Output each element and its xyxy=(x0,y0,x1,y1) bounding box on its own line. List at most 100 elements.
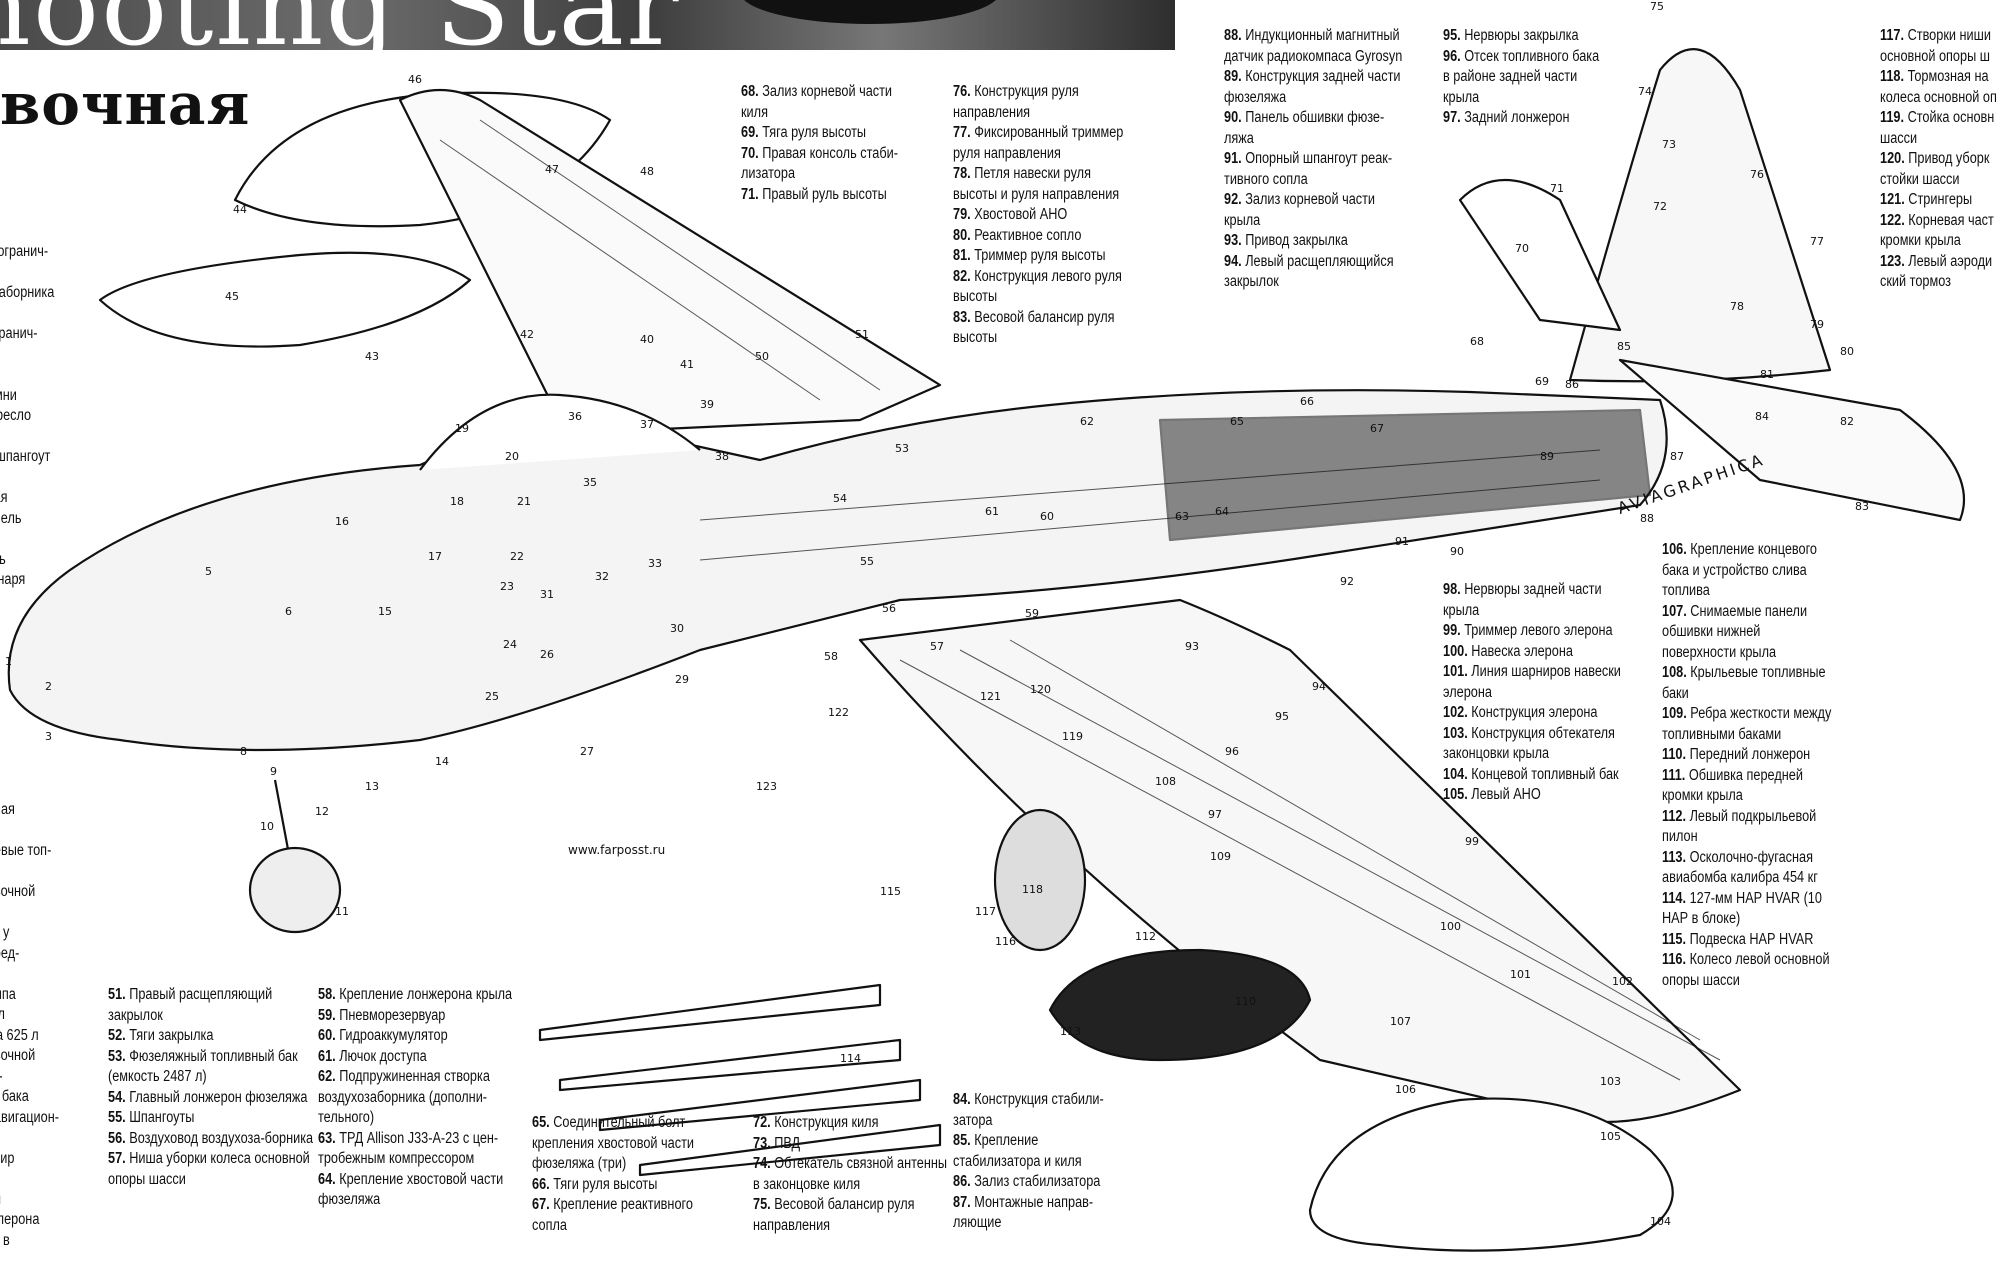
callout-number: 21 xyxy=(517,495,531,508)
legend-item-number: 71. xyxy=(741,185,759,203)
legend-item-text: Конструкция стабили-затора xyxy=(953,1091,1104,1129)
legend-left-cut-bottom: енная льевые топ- равочной бак у перед-л… xyxy=(0,800,90,1250)
legend-item: 55. Шпангоуты xyxy=(108,1108,321,1129)
nose-wheel xyxy=(248,846,342,934)
legend-item-text: Навеска элерона xyxy=(1467,642,1573,660)
page-subtitle: вочная xyxy=(0,70,251,138)
legend-item-number: 113. xyxy=(1662,848,1687,866)
legend-item-number: 102. xyxy=(1443,704,1468,721)
callout-number: 92 xyxy=(1340,575,1354,588)
legend-item-text: Монтажные направ-ляющие xyxy=(953,1193,1094,1232)
vertical-tail xyxy=(1568,48,1832,383)
legend-fragment xyxy=(0,903,52,924)
callout-number: 121 xyxy=(980,690,1001,703)
callout-number: 108 xyxy=(1155,775,1176,788)
legend-item-text: Крепление концевого бака и устройство сл… xyxy=(1662,541,1818,599)
callout-number: 112 xyxy=(1135,930,1156,943)
callout-number: 26 xyxy=(540,648,554,661)
legend-item: 100. Навеска элерона xyxy=(1443,642,1632,663)
legend-item-text: Тяги закрылка xyxy=(125,1027,214,1044)
legend-item-number: 115. xyxy=(1662,930,1687,948)
callout-number: 116 xyxy=(995,935,1016,948)
legend-item-number: 105. xyxy=(1443,786,1468,803)
legend-item: 94. Левый расщепляющийся закрылок xyxy=(1224,252,1413,293)
legend-fragment: 03 л xyxy=(0,1005,52,1026)
legend-item-text: Крыльевые топливные баки xyxy=(1662,664,1826,702)
nose-gear-strut xyxy=(273,779,292,861)
legend-item-text: Крепление хвостовой части фюзеляжа xyxy=(318,1170,504,1209)
legend-item-number: 87. xyxy=(953,1193,971,1211)
legend-88-94: 88. Индукционный магнитный датчик радиок… xyxy=(1224,26,1413,293)
callout-number: 106 xyxy=(1395,1083,1416,1096)
legend-item: 73. ПВД xyxy=(753,1134,950,1155)
legend-fragment: льевые топ- xyxy=(0,842,52,859)
callout-number: 41 xyxy=(680,358,694,371)
legend-item-number: 94. xyxy=(1224,252,1242,270)
callout-number: 75 xyxy=(1650,0,1664,13)
callout-number: 31 xyxy=(540,588,554,601)
legend-item: 106. Крепление концевого бака и устройст… xyxy=(1662,540,1834,602)
legend-item: 62. Подпружиненная створка воздухозаборн… xyxy=(318,1067,531,1129)
legend-item-number: 67. xyxy=(532,1196,550,1213)
legend-item-text: Колесо левой основной опоры шасси xyxy=(1662,951,1830,989)
legend-item-text: Конструкция обтекателя законцовки крыла xyxy=(1443,724,1615,763)
callout-number: 114 xyxy=(840,1052,861,1065)
legend-item: 103. Конструкция обтекателя законцовки к… xyxy=(1443,724,1632,765)
legend-item-text: Фиксированный триммер руля направления xyxy=(953,124,1124,162)
legend-item: 79. Хвостовой АНО xyxy=(953,205,1125,226)
legend-item-number: 74. xyxy=(753,1155,771,1172)
legend-item-number: 119. xyxy=(1880,109,1905,126)
legend-item: 67. Крепление реактивного сопла xyxy=(532,1195,729,1236)
legend-fragment: к на 625 л xyxy=(0,1026,39,1044)
callout-number: 42 xyxy=(520,328,534,341)
legend-item-number: 120. xyxy=(1880,150,1905,167)
callout-number: 12 xyxy=(315,805,329,818)
legend-item: 53. Фюзеляжный топливный бак (емкость 24… xyxy=(108,1047,321,1088)
legend-item: 89. Конструкция задней части фюзеляжа xyxy=(1224,67,1413,108)
legend-item: 68. Зализ корневой части киля xyxy=(741,82,913,123)
legend-item-text: Осколочно-фугасная авиабомба калибра 454… xyxy=(1662,848,1818,887)
legend-item-text: Триммер левого элерона xyxy=(1460,622,1613,639)
legend-item: 115. Подвеска НАР HVAR xyxy=(1662,930,1834,951)
legend-item-number: 106. xyxy=(1662,541,1687,558)
legend-65-67: 65. Соединительный болт крепления хвосто… xyxy=(532,1113,729,1236)
legend-item: 51. Правый расщепляющий закрылок xyxy=(108,985,321,1026)
callout-number: 120 xyxy=(1030,683,1051,696)
legend-fragment: онавигацион- xyxy=(0,1108,59,1126)
legend-item-text: Гидроаккумулятор xyxy=(335,1027,448,1044)
legend-item-number: 109. xyxy=(1662,705,1687,722)
callout-number: 22 xyxy=(510,550,524,563)
legend-item-number: 91. xyxy=(1224,150,1242,167)
legend-item-text: Нервюры задней части крыла xyxy=(1443,581,1602,619)
legend-item-text: Пневморезервуар xyxy=(335,1006,446,1024)
legend-fragment: ла xyxy=(0,964,52,985)
callout-number: 103 xyxy=(1600,1075,1621,1088)
legend-item-number: 69. xyxy=(741,124,759,141)
callout-number: 19 xyxy=(455,422,469,435)
legend-fragment: бак в районе xyxy=(0,1231,10,1249)
callout-number: 68 xyxy=(1470,335,1484,348)
legend-item-number: 117. xyxy=(1880,27,1905,44)
legend-item: 88. Индукционный магнитный датчик радиок… xyxy=(1224,26,1413,67)
callout-number: 48 xyxy=(640,165,654,178)
main-wheel xyxy=(993,808,1087,952)
callout-number: 70 xyxy=(1515,242,1529,255)
legend-item-number: 61. xyxy=(318,1047,336,1065)
legend-item-text: Обшивка передней кромки крыла xyxy=(1662,766,1803,805)
source-credit: www.farposst.ru xyxy=(568,843,666,857)
callout-number: 37 xyxy=(640,418,654,431)
callout-number: 115 xyxy=(880,885,901,898)
legend-item-text: Линия шарниров навески элерона xyxy=(1443,663,1621,701)
callout-number: 72 xyxy=(1653,200,1667,213)
legend-item-text: Опорный шпангоут реак-тивного сопла xyxy=(1224,150,1393,188)
legend-item-number: 123. xyxy=(1880,252,1905,270)
callout-number: 10 xyxy=(260,820,274,833)
callout-number: 109 xyxy=(1210,850,1231,863)
legend-item-text: Индукционный магнитный датчик радиокомпа… xyxy=(1224,27,1403,65)
callout-number: 35 xyxy=(583,476,597,489)
callout-number: 27 xyxy=(580,745,594,758)
legend-item-text: Стрингеры xyxy=(1904,191,1973,208)
